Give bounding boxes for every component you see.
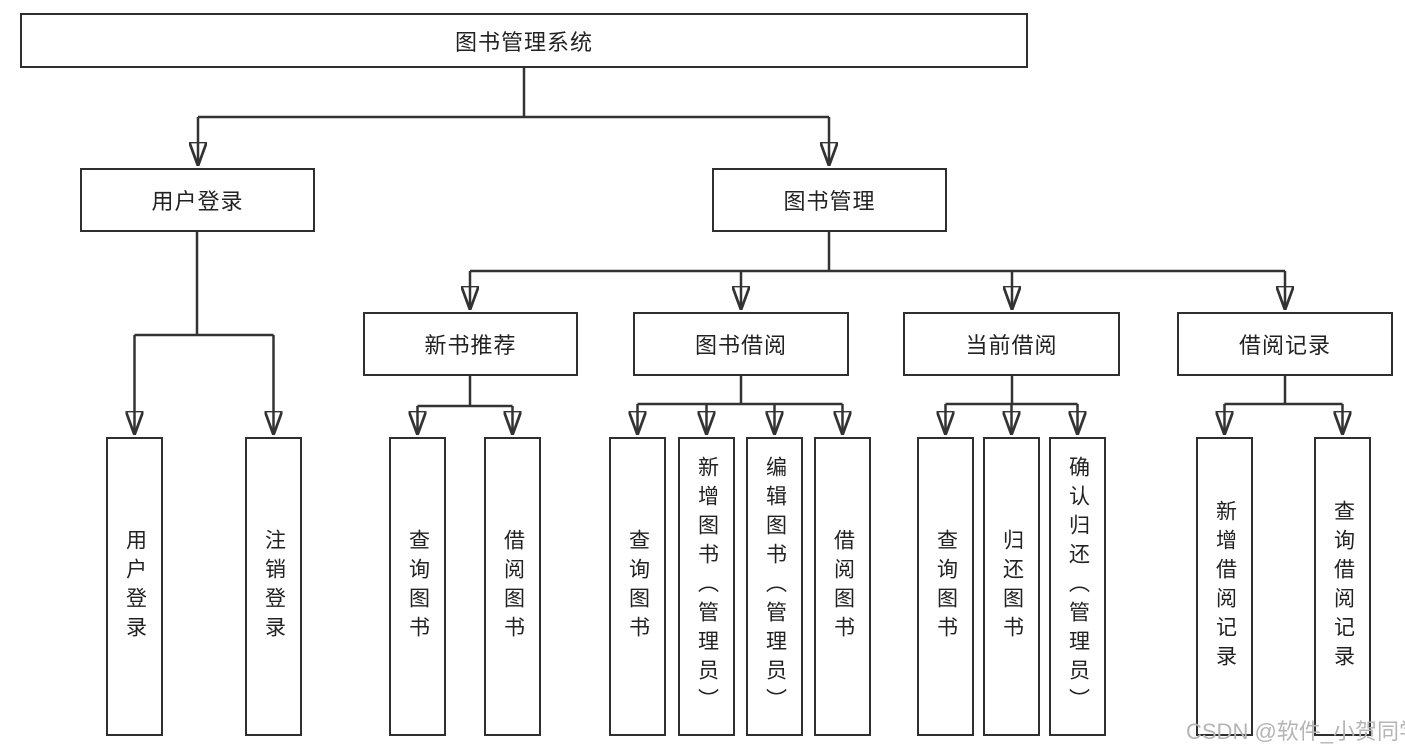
leaf-edit-book-admin: 编辑图书（管理员）: [746, 437, 803, 736]
node-book-borrowing: 图书借阅: [633, 312, 849, 376]
leaf-borrow-books-borrowing: 借阅图书: [814, 437, 871, 736]
leaf-add-book-admin-label: 新增图书（管理员）: [695, 456, 719, 717]
node-book-management: 图书管理: [712, 168, 947, 232]
leaf-confirm-return-admin: 确认归还（管理员）: [1049, 437, 1106, 736]
wire-user-login-to-leaves: [135, 232, 274, 435]
leaf-return-book-label: 归还图书: [1000, 528, 1024, 645]
leaf-query-books-borrowing: 查询图书: [609, 437, 666, 736]
leaf-query-borrow-record: 查询借阅记录: [1314, 437, 1371, 736]
leaf-borrow-books-borrowing-label: 借阅图书: [831, 528, 855, 645]
wire-borrowing-to-leaves: [638, 376, 843, 435]
leaf-add-borrow-record-label: 新增借阅记录: [1213, 499, 1237, 674]
wire-root-to-branches: [198, 68, 829, 166]
node-current-borrowing: 当前借阅: [903, 312, 1120, 376]
leaf-confirm-return-admin-label: 确认归还（管理员）: [1066, 456, 1090, 717]
leaf-edit-book-admin-label: 编辑图书（管理员）: [763, 456, 787, 717]
wire-records-to-leaves: [1225, 376, 1343, 435]
leaf-add-book-admin: 新增图书（管理员）: [678, 437, 735, 736]
node-borrowing-records: 借阅记录: [1177, 312, 1393, 376]
leaf-add-borrow-record: 新增借阅记录: [1196, 437, 1253, 736]
csdn-watermark: CSDN @软件_小贺同学: [1186, 719, 1405, 744]
leaf-query-books-recommend-label: 查询图书: [406, 528, 430, 645]
leaf-logout: 注销登录: [245, 437, 302, 736]
leaf-query-books-borrowing-label: 查询图书: [626, 528, 650, 645]
node-user-login: 用户登录: [80, 168, 315, 232]
wire-recommend-to-leaves: [418, 376, 513, 435]
wire-book-management-to-modules: [470, 232, 1285, 310]
leaf-query-borrow-record-label: 查询借阅记录: [1331, 499, 1355, 674]
leaf-user-login: 用户登录: [106, 437, 163, 736]
wire-current-to-leaves: [946, 376, 1078, 435]
node-root-system: 图书管理系统: [20, 13, 1028, 68]
leaf-query-books-recommend: 查询图书: [389, 437, 446, 736]
leaf-logout-label: 注销登录: [262, 528, 286, 645]
leaf-borrow-books-recommend: 借阅图书: [484, 437, 541, 736]
leaf-query-books-current-label: 查询图书: [934, 528, 958, 645]
node-new-book-recommend: 新书推荐: [363, 312, 578, 376]
leaf-query-books-current: 查询图书: [917, 437, 974, 736]
leaf-borrow-books-recommend-label: 借阅图书: [501, 528, 525, 645]
leaf-return-book: 归还图书: [983, 437, 1040, 736]
leaf-user-login-label: 用户登录: [123, 528, 147, 645]
